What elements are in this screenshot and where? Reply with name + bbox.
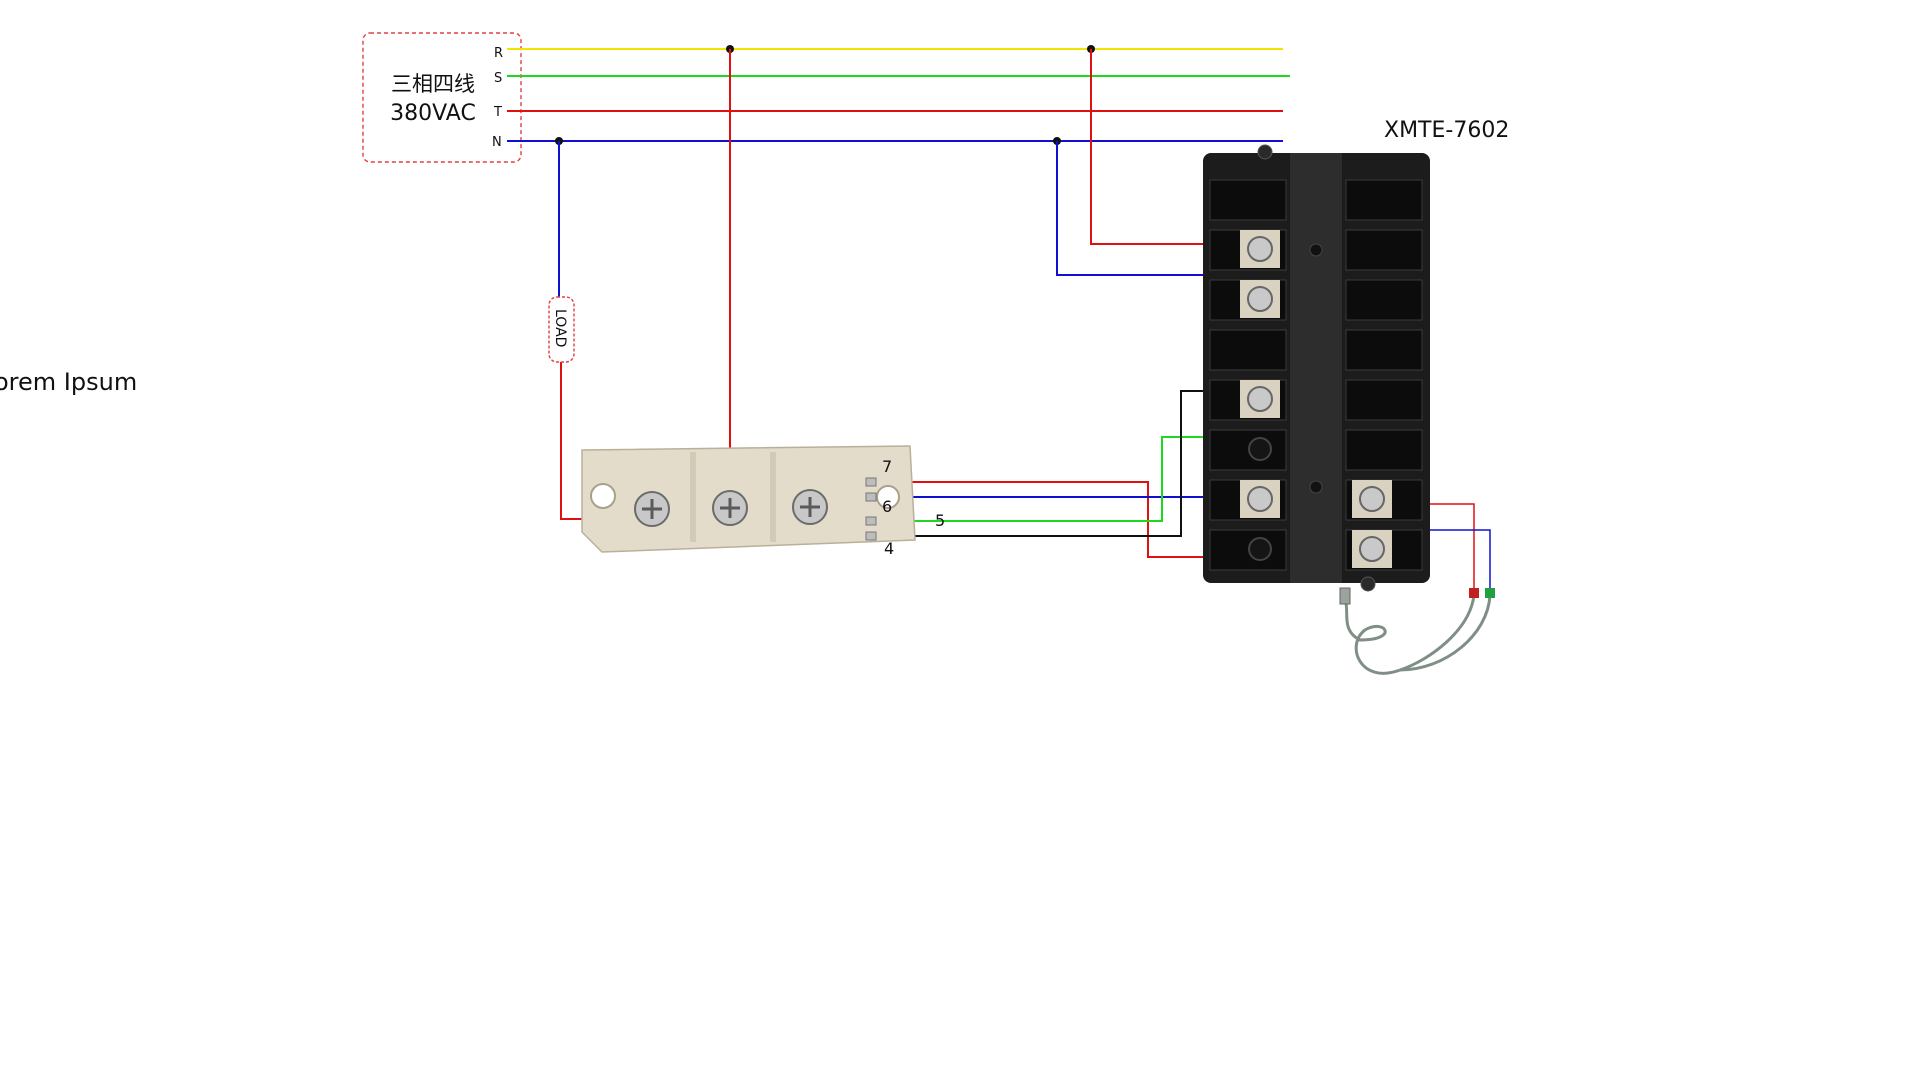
terminal-slot-right-0	[1345, 179, 1423, 221]
load-element: LOAD	[548, 296, 575, 363]
terminal-screw-dark	[1248, 537, 1272, 561]
terminal-slot-left-7	[1209, 529, 1287, 571]
screw-slot	[720, 498, 740, 518]
terminal-screw-dark	[1248, 437, 1272, 461]
ssr-mount-hole	[876, 485, 900, 509]
ssr-5-wire	[878, 436, 1255, 522]
temperature-controller: XMTE-7602	[1203, 118, 1509, 592]
sensor-probe-tip	[1339, 587, 1351, 605]
ssr-rib	[690, 452, 696, 542]
control-pin	[865, 477, 877, 487]
controller-mount-hole	[1309, 480, 1323, 494]
terminal-screw	[1247, 286, 1273, 312]
controller-top-tab	[1257, 144, 1273, 160]
ssr-screw-terminals	[634, 489, 828, 527]
junction-dots	[555, 45, 1095, 145]
controller-right-terminals	[1345, 179, 1423, 571]
ssr-terminal-7: 7	[882, 457, 892, 476]
ssr-body	[581, 445, 916, 553]
controller-left-terminals	[1209, 179, 1287, 571]
ssr-module: 7 6 5 4	[581, 445, 945, 558]
terminal-screw	[1247, 386, 1273, 412]
power-source-border	[362, 32, 522, 163]
sensor-cable	[1399, 594, 1476, 672]
stray-text: orem Ipsum	[0, 368, 138, 396]
neutral-to-controller-wire	[1056, 141, 1250, 276]
terminal-slot-left-0	[1209, 179, 1287, 221]
terminal-slot-right-2	[1345, 279, 1423, 321]
load-box	[548, 296, 575, 363]
power-source-title: 三相四线	[391, 72, 475, 96]
terminal-slot-left-3	[1209, 329, 1287, 371]
phase-label-s: S	[494, 71, 502, 86]
thermocouple-sensor	[1339, 587, 1495, 675]
ssr-control-pins	[865, 477, 877, 541]
ssr-terminal-5: 5	[935, 511, 945, 530]
sensor-cable-loop	[1343, 599, 1401, 675]
load-label: LOAD	[552, 309, 568, 347]
terminal-screw	[1359, 486, 1385, 512]
controller-bottom-tab	[1360, 576, 1376, 592]
terminal-screw	[1247, 486, 1273, 512]
terminal-slot-right-3	[1345, 329, 1423, 371]
terminal-slot-right-4	[1345, 379, 1423, 421]
controller-label: XMTE-7602	[1384, 118, 1509, 143]
controller-center-spine	[1290, 153, 1342, 583]
phase-r-to-controller-wire	[1090, 49, 1250, 245]
sensor-lead-red	[1469, 588, 1479, 598]
power-source-box: 三相四线 380VAC R S T N	[362, 32, 522, 163]
ssr-mount-hole	[590, 483, 616, 509]
ssr-rib	[770, 452, 776, 542]
ssr-terminal-6: 6	[882, 497, 892, 516]
terminal-slot-right-5	[1345, 429, 1423, 471]
controller-mount-hole	[1309, 243, 1323, 257]
phase-label-r: R	[494, 46, 503, 61]
terminal-slot-right-1	[1345, 229, 1423, 271]
control-pin	[865, 492, 877, 502]
terminal-screw	[1359, 536, 1385, 562]
sensor-cable	[1399, 594, 1492, 672]
power-source-voltage: 380VAC	[390, 101, 476, 126]
terminal-screw	[1247, 236, 1273, 262]
sensor-lead-green	[1485, 588, 1495, 598]
phase-label-t: T	[493, 105, 502, 120]
phase-label-n: N	[492, 135, 502, 150]
terminal-slot-left-5	[1209, 429, 1287, 471]
control-pin	[865, 516, 877, 526]
ssr-terminal-4: 4	[884, 539, 894, 558]
phase-bus-lines	[507, 48, 1290, 142]
control-pin	[865, 531, 877, 541]
screw-slot	[642, 499, 662, 519]
screw-slot	[800, 497, 820, 517]
